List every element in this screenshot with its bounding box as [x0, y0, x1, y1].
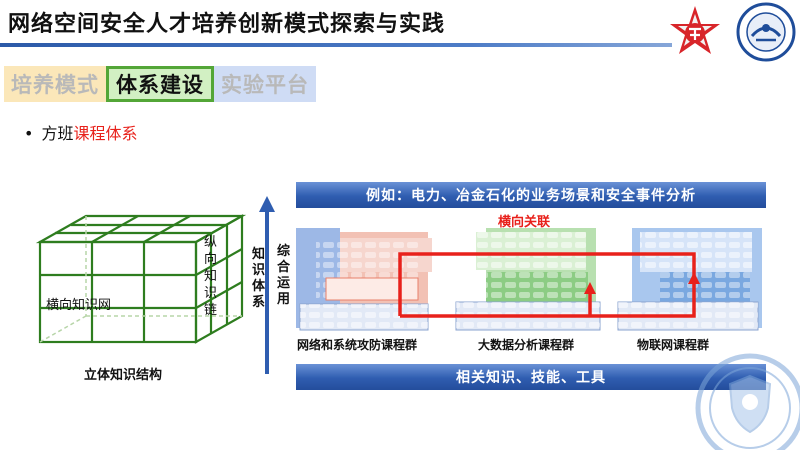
course-group-network-attack-defense: [296, 228, 432, 331]
bullet-dot: •: [24, 124, 34, 143]
tab-lab-platform[interactable]: 实验平台: [214, 66, 316, 102]
up-arrow-icon: [259, 196, 275, 374]
association-watermark-logo: [695, 353, 800, 450]
skills-banner: 相关知识、技能、工具: [296, 364, 766, 390]
title-divider: [0, 43, 672, 47]
horizontal-knowledge-label: 横向知识网: [46, 298, 112, 313]
bullet-highlight: 课程体系: [73, 124, 138, 143]
bullet-prefix: 方班: [41, 124, 74, 143]
page-title: 网络空间安全人才培养创新模式探索与实践: [8, 12, 446, 37]
horizontal-link-label: 横向关联: [498, 215, 551, 230]
integrated-use-label: 综合运用: [277, 244, 291, 307]
institute-seal-logo: [736, 2, 796, 62]
group-label-bigdata: 大数据分析课程群: [478, 338, 575, 352]
university-emblem-logo: [670, 6, 720, 54]
vertical-knowledge-label: 纵向知识链: [204, 235, 218, 318]
knowledge-system-label: 知识体系: [252, 247, 266, 310]
bullet-line: • 方班课程体系: [24, 120, 137, 144]
scenario-banner: 例如：电力、冶金石化的业务场景和安全事件分析: [296, 182, 766, 208]
tab-training-mode[interactable]: 培养模式: [4, 66, 106, 102]
group-label-network: 网络和系统攻防课程群: [297, 338, 418, 352]
tab-system-building[interactable]: 体系建设: [106, 66, 214, 102]
section-tabs: 培养模式 体系建设 实验平台: [4, 66, 316, 102]
group-label-iot: 物联网课程群: [637, 338, 710, 352]
cube-caption: 立体知识结构: [84, 368, 163, 383]
